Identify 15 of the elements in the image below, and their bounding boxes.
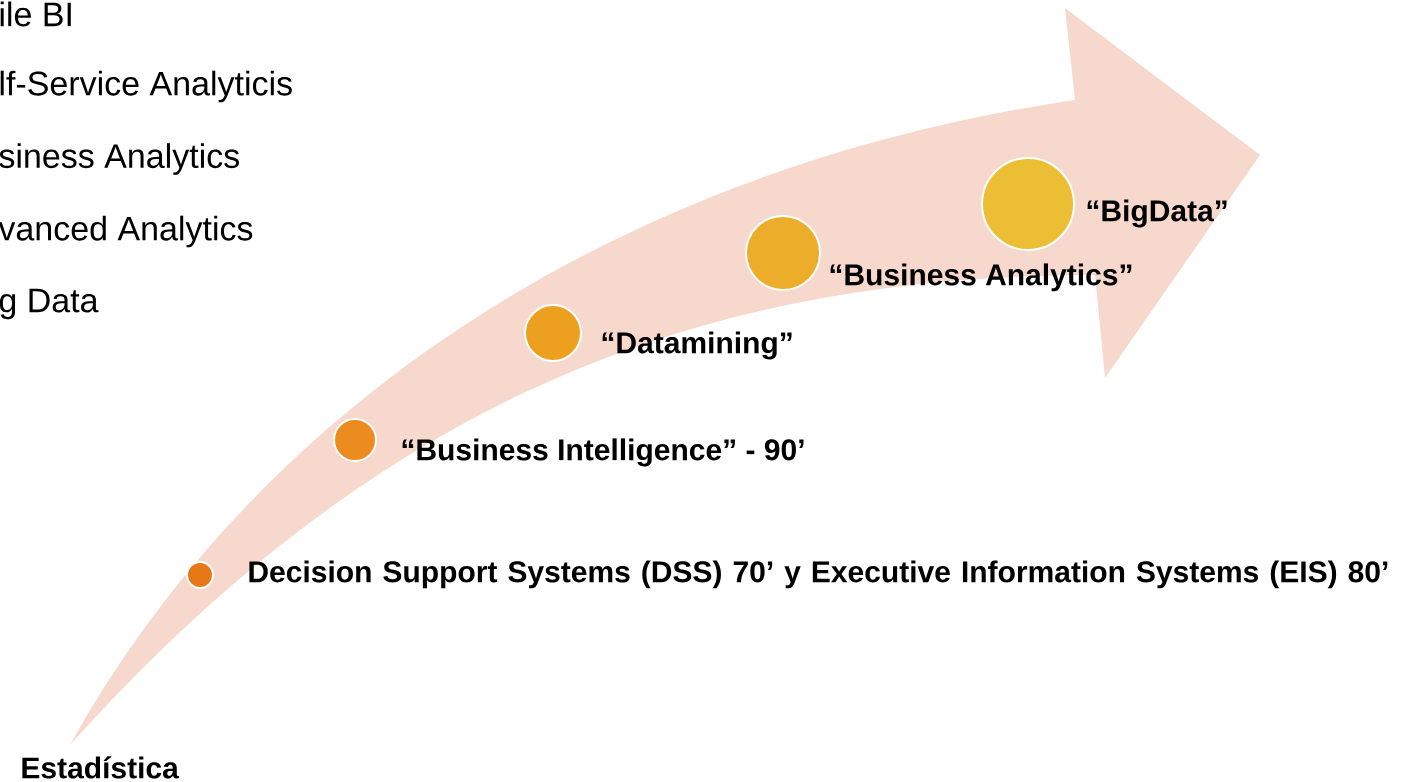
list-item: lf-Service Analyticis <box>0 70 292 103</box>
start-label: Estadística <box>22 756 179 779</box>
milestone-label: “BigData” <box>1087 199 1227 228</box>
timeline-dot <box>524 304 582 362</box>
timeline-dot <box>745 215 821 291</box>
timeline-dot <box>981 157 1075 251</box>
list-item: ile BI <box>0 1 71 27</box>
milestone-label: “Datamining” <box>602 331 792 360</box>
timeline-dot <box>186 561 214 589</box>
milestone-label: “Business Intelligence” - 90’ <box>402 438 804 467</box>
milestone-label: “Business Analytics” <box>830 263 1132 292</box>
list-item: siness Analytics <box>0 143 239 175</box>
list-item: g Data <box>0 288 99 320</box>
milestone-label: Decision Support Systems (DSS) 70’ y Executive Information Systems (EIS) 80’ <box>249 560 1388 589</box>
timeline-dot <box>333 418 377 462</box>
